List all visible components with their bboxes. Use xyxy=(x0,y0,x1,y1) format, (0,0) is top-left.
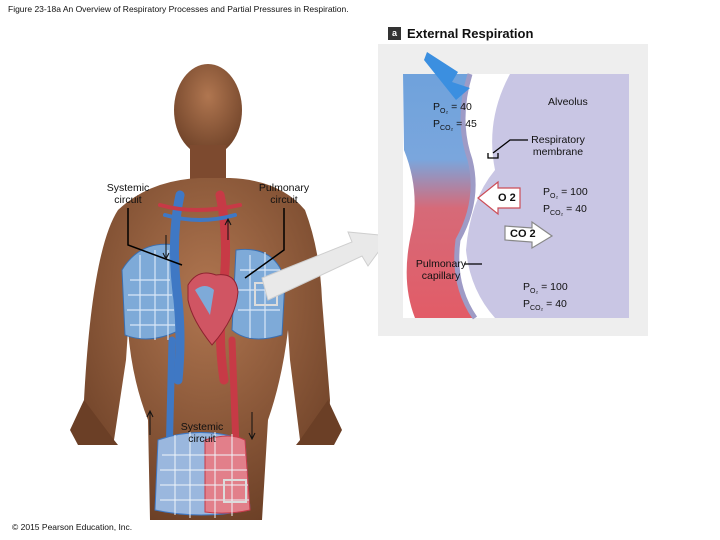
systemic-circuit-label-lower: Systemic circuit xyxy=(180,421,224,445)
panel-badge: a xyxy=(388,26,401,40)
lungs xyxy=(121,243,286,340)
external-respiration-panel xyxy=(378,44,648,336)
pp-leaving-po2: = 100 xyxy=(541,281,568,293)
figure-title: Figure 23-18a An Overview of Respiratory… xyxy=(8,4,349,14)
pp-leaving: PO₂ = 100 PCO₂ = 40 xyxy=(523,281,568,313)
pulmonary-capillary-label: Pulmonary capillary xyxy=(415,258,467,282)
pp-leaving-pco2: = 40 xyxy=(546,298,567,311)
pp-entering: PO₂ = 40 PCO₂ = 45 xyxy=(433,101,477,133)
pp-alveolar-pco2: = 40 xyxy=(566,203,587,216)
leader-lines xyxy=(127,208,285,279)
o2-diffusion-arrow xyxy=(477,180,521,216)
co2-label: CO 2 xyxy=(510,228,536,240)
tissue-callout-box xyxy=(223,479,247,503)
systemic-capillary-bed xyxy=(154,432,251,518)
panel-header: a External Respiration xyxy=(388,24,533,42)
heart xyxy=(187,272,239,346)
pp-alveolar: PO₂ = 100 PCO₂ = 40 xyxy=(543,186,588,218)
alveolus-label: Alveolus xyxy=(548,96,588,108)
systemic-circuit-label-upper: Systemic circuit xyxy=(106,182,150,206)
flow-arrows xyxy=(146,217,256,441)
blood-flow-arrow xyxy=(424,52,470,100)
o2-label: O 2 xyxy=(498,192,516,204)
pp-alveolar-po2: = 100 xyxy=(561,186,588,198)
respiratory-membrane-label: Respiratory membrane xyxy=(531,134,585,158)
pulmonary-circuit-label: Pulmonary circuit xyxy=(258,182,310,206)
copyright: © 2015 Pearson Education, Inc. xyxy=(12,522,133,532)
pp-entering-po2: = 40 xyxy=(451,101,472,113)
pp-entering-pco2: = 45 xyxy=(456,118,477,131)
co2-diffusion-arrow xyxy=(504,220,554,250)
panel-title: External Respiration xyxy=(407,25,534,41)
